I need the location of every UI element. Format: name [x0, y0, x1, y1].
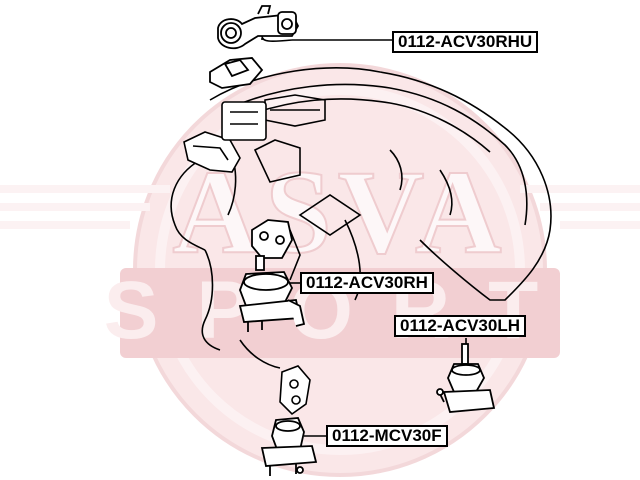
front-bracket-drawing	[279, 365, 311, 416]
watermark-brand-text: ASVA	[172, 145, 507, 278]
mount-rhu-drawing	[209, 5, 300, 89]
mount-rh-drawing	[238, 219, 306, 332]
mount-lh-drawing	[436, 343, 496, 413]
right-bracket-drawing	[183, 101, 267, 173]
part-label-rh[interactable]: 0112-ACV30RH	[300, 272, 434, 294]
part-label-rhu[interactable]: 0112-ACV30RHU	[392, 31, 539, 53]
part-label-lh[interactable]: 0112-ACV30LH	[394, 315, 527, 337]
asva-sport-watermark-logo: SPORT ASVA	[0, 63, 640, 477]
part-label-f[interactable]: 0112-MCV30F	[326, 425, 448, 447]
mount-f-drawing	[260, 417, 318, 476]
